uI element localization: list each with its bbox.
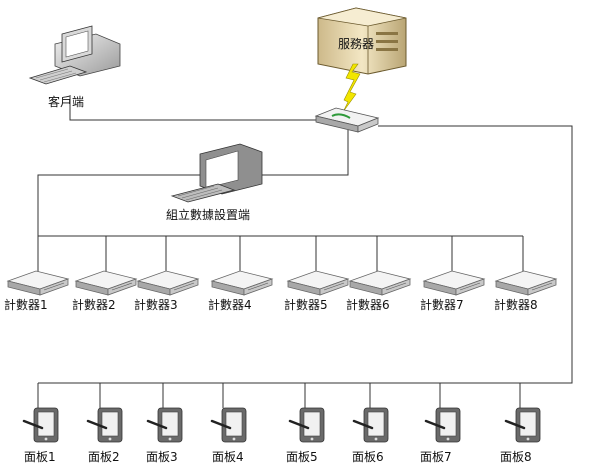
- counter-6: 計數器6: [346, 270, 411, 312]
- wire-router-config: [37, 130, 349, 236]
- panel-6: 面板6: [352, 406, 390, 464]
- counter-device-icon: [7, 270, 69, 296]
- counter-device-icon: [349, 270, 411, 296]
- tablet-panel-icon: [424, 406, 462, 444]
- wire-router-panels: [38, 125, 573, 384]
- counter-label: 計數器5: [284, 297, 328, 312]
- counter-device-icon: [137, 270, 199, 296]
- server-node: 服務器: [317, 7, 407, 75]
- counter-drops: [37, 236, 524, 272]
- panel-label: 面板8: [500, 450, 532, 464]
- panel-drops: [37, 383, 521, 408]
- counter-7: 計數器7: [420, 270, 485, 312]
- wire-client-router: [69, 95, 330, 121]
- panel-label: 面板4: [212, 450, 244, 464]
- counter-1: 計數器1: [4, 270, 69, 312]
- panel-3: 面板3: [146, 406, 184, 464]
- lightning-bolt-icon: [342, 63, 361, 113]
- counter-2: 計數器2: [72, 270, 137, 312]
- panels: 面板1 面板2 面板3 面板4 面板5 面板6 面板7 面板8: [22, 406, 542, 464]
- counter-label: 計數器7: [420, 297, 464, 312]
- panel-label: 面板7: [420, 450, 452, 464]
- panel-label: 面板2: [88, 450, 120, 464]
- panel-label: 面板5: [286, 450, 318, 464]
- tablet-panel-icon: [288, 406, 326, 444]
- counter-label: 計數器3: [134, 297, 178, 312]
- counter-device-icon: [211, 270, 273, 296]
- counter-8: 計數器8: [494, 270, 557, 312]
- counter-label: 計數器8: [494, 297, 538, 312]
- config-label: 組立數據設置端: [166, 207, 250, 222]
- panel-7: 面板7: [420, 406, 462, 464]
- panel-label: 面板3: [146, 450, 178, 464]
- panel-label: 面板6: [352, 450, 384, 464]
- counter-5: 計數器5: [284, 270, 349, 312]
- counter-device-icon: [75, 270, 137, 296]
- tablet-panel-icon: [86, 406, 124, 444]
- panel-8: 面板8: [500, 406, 542, 464]
- monitor-computer-icon: [170, 143, 263, 203]
- wires: [37, 95, 573, 408]
- tablet-panel-icon: [146, 406, 184, 444]
- counter-device-icon: [495, 270, 557, 296]
- panel-5: 面板5: [286, 406, 326, 464]
- counter-label: 計數器6: [346, 297, 390, 312]
- tablet-panel-icon: [210, 406, 248, 444]
- counter-label: 計數器4: [208, 297, 252, 312]
- panel-1: 面板1: [22, 406, 60, 464]
- tablet-panel-icon: [22, 406, 60, 444]
- config-node: 組立數據設置端: [166, 143, 263, 222]
- panel-4: 面板4: [210, 406, 248, 464]
- desktop-computer-icon: [28, 25, 121, 85]
- server-label: 服務器: [338, 37, 374, 51]
- counters: 計數器1 計數器2 計數器3 計數器4 計數器5 計數器6 計數器7 計數器8: [4, 270, 557, 312]
- counter-4: 計數器4: [208, 270, 273, 312]
- counter-device-icon: [423, 270, 485, 296]
- counter-label: 計數器2: [72, 297, 116, 312]
- panel-label: 面板1: [24, 450, 56, 464]
- client-node: 客戶端: [28, 25, 121, 109]
- panel-2: 面板2: [86, 406, 124, 464]
- tablet-panel-icon: [504, 406, 542, 444]
- counter-device-icon: [287, 270, 349, 296]
- client-label: 客戶端: [48, 94, 84, 109]
- tablet-panel-icon: [352, 406, 390, 444]
- counter-3: 計數器3: [134, 270, 199, 312]
- counter-label: 計數器1: [4, 297, 48, 312]
- router-node: [314, 107, 380, 133]
